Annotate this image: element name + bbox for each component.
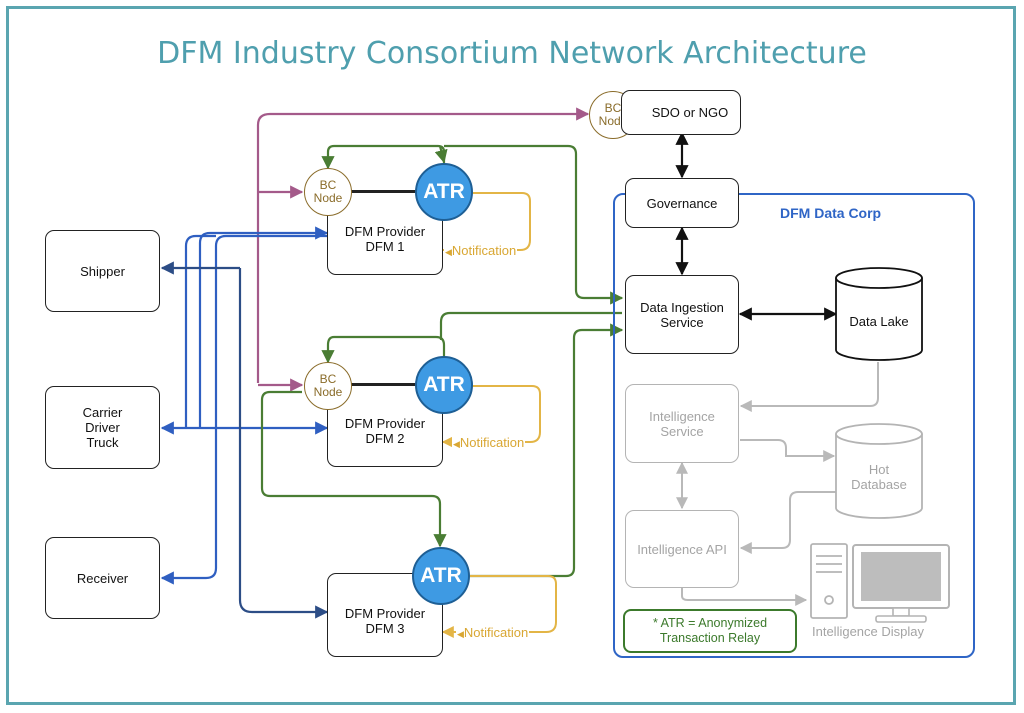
intelligence-service-box: Intelligence Service <box>625 384 739 463</box>
data-ingestion-box: Data Ingestion Service <box>625 275 739 354</box>
sdo-ngo-box: SDO or NGO <box>621 90 741 135</box>
bc-node-1-line-1: BC <box>319 178 337 192</box>
bc2-atr2-connector <box>350 384 420 386</box>
purple-link-sdo <box>256 107 590 383</box>
atr-3: ATR <box>412 547 470 605</box>
notification-text-2: Notification <box>459 435 525 450</box>
carrier-label-line-3: Truck <box>86 435 119 450</box>
green-atr1-to-bc1 <box>321 144 446 170</box>
dfm-data-corp-label: DFM Data Corp <box>780 205 882 221</box>
grey-intel-to-hot <box>740 439 836 462</box>
bc-node-1: BC Node <box>304 168 352 216</box>
monitor-icon <box>852 544 950 623</box>
intel-service-line-1: Intelligence <box>649 408 715 424</box>
atr-note-line-2: Transaction Relay <box>659 631 761 645</box>
bc1-atr1-connector <box>350 191 420 193</box>
intelligence-api-box: Intelligence API <box>625 510 739 588</box>
receiver-label: Receiver <box>76 570 129 586</box>
blue-link-carrier-up <box>184 234 216 428</box>
dfm3-label-line-1: DFM Provider <box>344 606 426 621</box>
green-ingestion-to-atr2 <box>439 311 622 340</box>
hot-db-line-2: Database <box>851 477 907 492</box>
atr-1: ATR <box>415 163 473 221</box>
dfm2-label-line-2: DFM 2 <box>365 431 405 446</box>
green-atr2-to-bc2 <box>321 335 446 364</box>
dfm-data-corp-boundary <box>613 193 975 658</box>
computer-tower-icon <box>810 543 848 619</box>
notification-text-3: Notification <box>463 625 529 640</box>
notification-loop-2 <box>441 385 541 448</box>
notification-label-2: ◀Notification <box>452 435 526 450</box>
notification-arrow-icon: ◀ <box>457 629 464 639</box>
diagram-frame <box>6 6 1016 705</box>
sdo-ngo-label: SDO or NGO <box>651 105 729 120</box>
notification-loop-1 <box>441 192 531 256</box>
bc-node-2-line-2: Node <box>313 385 343 399</box>
navy-link-dfm3 <box>238 268 329 619</box>
bc-node-2: BC Node <box>304 362 352 410</box>
receiver-box: Receiver <box>45 537 160 619</box>
green-atr1-to-ingestion <box>444 144 624 305</box>
ingestion-label-line-1: Data Ingestion <box>640 299 724 315</box>
notification-arrow-icon: ◀ <box>445 247 452 257</box>
notification-label-1: ◀Notification <box>444 243 518 258</box>
green-atr1-arrow <box>434 145 448 164</box>
grey-hot-to-api <box>739 491 836 554</box>
notification-loop-3 <box>441 575 557 638</box>
green-bc2-to-atr3 <box>260 390 447 548</box>
blue-link-receiver <box>160 234 327 585</box>
notification-text-1: Notification <box>451 243 517 258</box>
notification-arrow-icon: ◀ <box>453 439 460 449</box>
dfm3-label-line-2: DFM 3 <box>365 621 405 636</box>
data-lake-label: Data Lake <box>849 314 909 329</box>
carrier-label-line-1: Carrier <box>82 405 123 420</box>
governance-label: Governance <box>646 195 718 211</box>
carrier-box: Carrier Driver Truck <box>45 386 160 469</box>
bc-node-2-line-1: BC <box>319 372 337 386</box>
ingestion-label-line-2: Service <box>660 314 704 330</box>
intel-service-line-2: Service <box>660 423 704 439</box>
bc-node-sdo-line-2: Node <box>598 114 628 128</box>
dfm1-label-line-2: DFM 1 <box>365 238 405 254</box>
green-atr3-to-ingestion <box>468 323 624 578</box>
shipper-box: Shipper <box>45 230 160 312</box>
intelligence-display-label: Intelligence Display <box>812 624 925 639</box>
grey-api-to-display <box>681 588 808 606</box>
bc-node-1-line-2: Node <box>313 191 343 205</box>
intelligence-api-label: Intelligence API <box>637 541 727 557</box>
data-lake-cylinder <box>835 267 923 361</box>
notification-label-3: ◀Notification <box>456 625 530 640</box>
shipper-label: Shipper <box>80 263 125 279</box>
hot-database-label: Hot Database <box>836 462 922 492</box>
atr-2: ATR <box>415 356 473 414</box>
governance-box: Governance <box>625 178 739 228</box>
atr-legend-note: * ATR = Anonymized Transaction Relay <box>623 609 797 653</box>
hot-database-cylinder <box>835 423 923 519</box>
dfm1-label-line-1: DFM Provider <box>344 223 426 239</box>
grey-lake-to-intel <box>739 362 879 412</box>
hot-db-line-1: Hot <box>868 462 890 477</box>
bc-node-sdo-line-1: BC <box>604 101 622 115</box>
diagram-title: DFM Industry Consortium Network Architec… <box>157 36 867 71</box>
dfm2-label-line-1: DFM Provider <box>344 416 426 431</box>
atr-note-line-1: * ATR = Anonymized <box>652 616 768 630</box>
carrier-label-line-2: Driver <box>85 420 120 435</box>
